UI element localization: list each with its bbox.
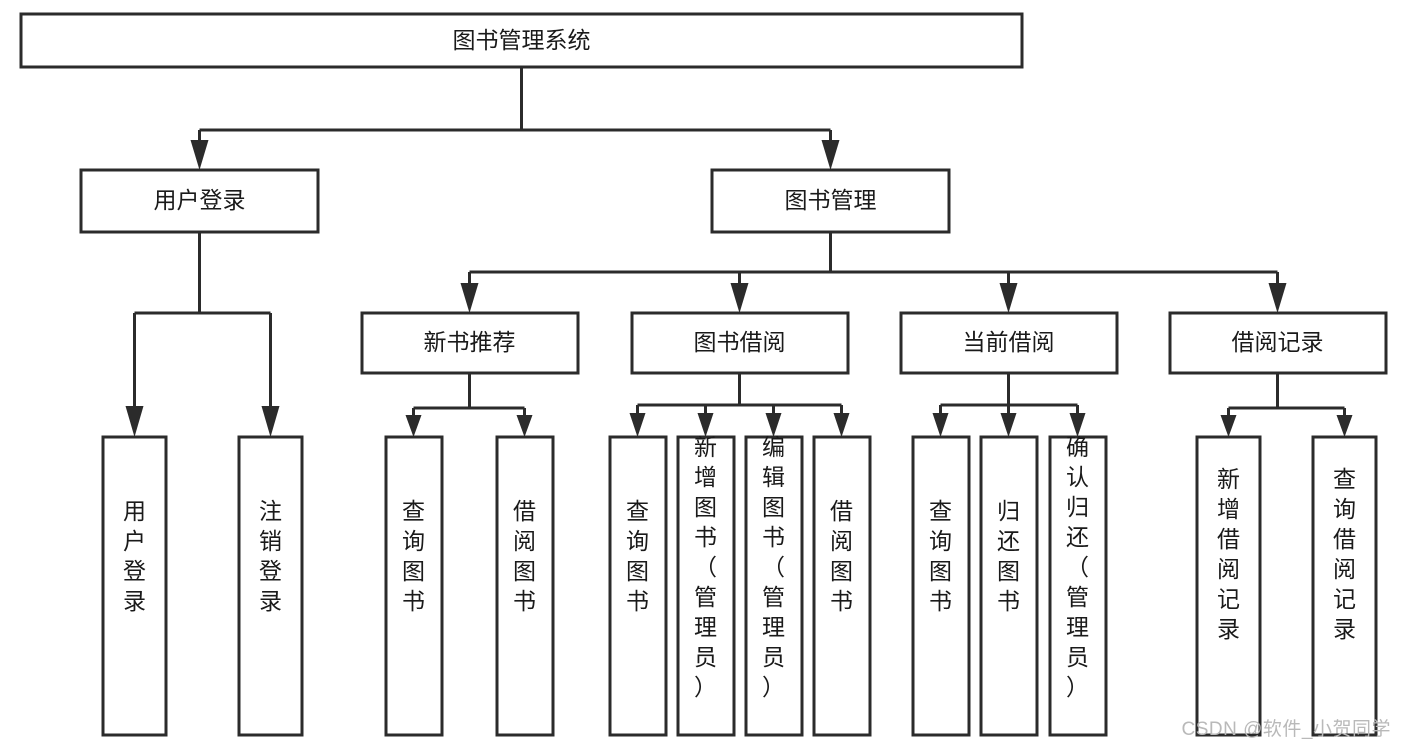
- connector-group-current-borrow: [932, 373, 1086, 437]
- node-leaf-add-book-box[interactable]: [676, 435, 736, 737]
- node-leaf-confirm-return-box[interactable]: [1048, 435, 1108, 737]
- connector-group-book-borrow: [629, 373, 850, 437]
- arrow-head-current-borrow: [999, 283, 1018, 313]
- node-leaf-query-record[interactable]: 查询借阅记录: [1311, 435, 1378, 737]
- node-leaf-return-book[interactable]: 归还图书: [979, 435, 1039, 737]
- node-leaf-user-login-box[interactable]: [101, 435, 168, 737]
- node-user-login-label: 用户登录: [154, 187, 246, 213]
- arrow-head-user-login: [190, 140, 209, 170]
- arrow-head-leaf-confirm-return: [1069, 413, 1086, 437]
- node-current-borrow[interactable]: 当前借阅: [899, 311, 1119, 375]
- node-leaf-borrow-book-1[interactable]: 借阅图书: [495, 435, 555, 737]
- arrow-head-leaf-borrow-book-2: [833, 413, 850, 437]
- node-book-borrow-label: 图书借阅: [694, 329, 786, 355]
- node-leaf-borrow-book-1-label: 借阅图书: [513, 498, 536, 614]
- node-leaf-user-login-label: 用户登录: [123, 498, 146, 614]
- node-leaf-add-book[interactable]: 新增图书（管理员）: [676, 434, 736, 737]
- node-leaf-add-record[interactable]: 新增借阅记录: [1195, 435, 1262, 737]
- node-borrow-record[interactable]: 借阅记录: [1168, 311, 1388, 375]
- node-user-login-box[interactable]: [79, 168, 320, 234]
- node-leaf-query-record-label: 查询借阅记录: [1333, 466, 1356, 642]
- arrow-head-borrow-record: [1268, 283, 1287, 313]
- node-book-manage-box[interactable]: [710, 168, 951, 234]
- connector-group-new-book-rec: [405, 373, 533, 437]
- node-leaf-query-book-1[interactable]: 查询图书: [384, 435, 444, 737]
- arrow-head-leaf-borrow-book-1: [516, 415, 533, 437]
- node-leaf-user-logout[interactable]: 注销登录: [237, 435, 304, 737]
- node-root[interactable]: 图书管理系统: [19, 12, 1024, 69]
- node-user-login[interactable]: 用户登录: [79, 168, 320, 234]
- node-root-label: 图书管理系统: [453, 27, 591, 53]
- node-new-book-rec[interactable]: 新书推荐: [360, 311, 580, 375]
- arrow-head-leaf-add-book: [697, 413, 714, 437]
- node-leaf-query-book-2-label: 查询图书: [626, 498, 649, 614]
- node-leaf-edit-book[interactable]: 编辑图书（管理员）: [744, 434, 804, 737]
- node-leaf-add-record-label: 新增借阅记录: [1217, 466, 1240, 642]
- node-leaf-query-book-3[interactable]: 查询图书: [911, 435, 971, 737]
- node-leaf-query-book-2-box[interactable]: [608, 435, 668, 737]
- node-book-borrow[interactable]: 图书借阅: [630, 311, 850, 375]
- node-leaf-confirm-return[interactable]: 确认归还（管理员）: [1048, 434, 1108, 737]
- node-leaf-add-book-label: 新增图书（管理员）: [694, 434, 717, 700]
- node-book-manage-label: 图书管理: [785, 187, 877, 213]
- node-leaf-user-login[interactable]: 用户登录: [101, 435, 168, 737]
- node-borrow-record-box[interactable]: [1168, 311, 1388, 375]
- node-leaf-edit-book-label: 编辑图书（管理员）: [762, 434, 785, 700]
- arrow-head-leaf-query-book-3: [932, 413, 949, 437]
- node-current-borrow-label: 当前借阅: [963, 329, 1055, 355]
- node-leaf-borrow-book-1-box[interactable]: [495, 435, 555, 737]
- node-leaf-borrow-book-2[interactable]: 借阅图书: [812, 435, 872, 737]
- csdn-watermark: CSDN @软件_小贺同学: [1181, 719, 1391, 740]
- node-book-manage[interactable]: 图书管理: [710, 168, 951, 234]
- node-leaf-borrow-book-2-label: 借阅图书: [830, 498, 853, 614]
- node-leaf-query-book-1-box[interactable]: [384, 435, 444, 737]
- node-borrow-record-label: 借阅记录: [1232, 329, 1324, 355]
- arrow-head-leaf-edit-book: [765, 413, 782, 437]
- connector-group-user-login: [125, 232, 280, 437]
- node-leaf-query-book-2[interactable]: 查询图书: [608, 435, 668, 737]
- arrow-head-leaf-return-book: [1000, 413, 1017, 437]
- node-leaf-return-book-label: 归还图书: [997, 498, 1020, 614]
- node-leaf-return-book-box[interactable]: [979, 435, 1039, 737]
- node-leaf-user-logout-label: 注销登录: [259, 498, 282, 614]
- node-new-book-rec-box[interactable]: [360, 311, 580, 375]
- node-current-borrow-box[interactable]: [899, 311, 1119, 375]
- connector-group-book-manage: [460, 232, 1287, 313]
- node-leaf-edit-book-box[interactable]: [744, 435, 804, 737]
- arrow-head-leaf-query-book-2: [629, 413, 646, 437]
- node-leaf-query-book-1-label: 查询图书: [402, 498, 425, 614]
- node-book-borrow-box[interactable]: [630, 311, 850, 375]
- connector-group-borrow-record: [1220, 373, 1353, 437]
- arrow-head-leaf-query-record: [1336, 415, 1353, 437]
- node-leaf-query-record-box[interactable]: [1311, 435, 1378, 737]
- node-leaf-query-book-3-box[interactable]: [911, 435, 971, 737]
- node-leaf-borrow-book-2-box[interactable]: [812, 435, 872, 737]
- arrow-head-new-book-rec: [460, 283, 479, 313]
- node-new-book-rec-label: 新书推荐: [424, 329, 516, 355]
- arrow-head-leaf-query-book-1: [405, 415, 422, 437]
- arrow-head-book-manage: [821, 140, 840, 170]
- node-leaf-query-book-3-label: 查询图书: [929, 498, 952, 614]
- node-leaf-confirm-return-label: 确认归还（管理员）: [1066, 434, 1089, 700]
- arrow-head-book-borrow: [730, 283, 749, 313]
- arrow-head-leaf-user-login: [125, 406, 144, 437]
- arrow-head-leaf-add-record: [1220, 415, 1237, 437]
- arrow-head-leaf-user-logout: [261, 406, 280, 437]
- node-root-box[interactable]: [19, 12, 1024, 69]
- connector-group-root: [190, 67, 840, 170]
- node-leaf-user-logout-box[interactable]: [237, 435, 304, 737]
- node-leaf-add-record-box[interactable]: [1195, 435, 1262, 737]
